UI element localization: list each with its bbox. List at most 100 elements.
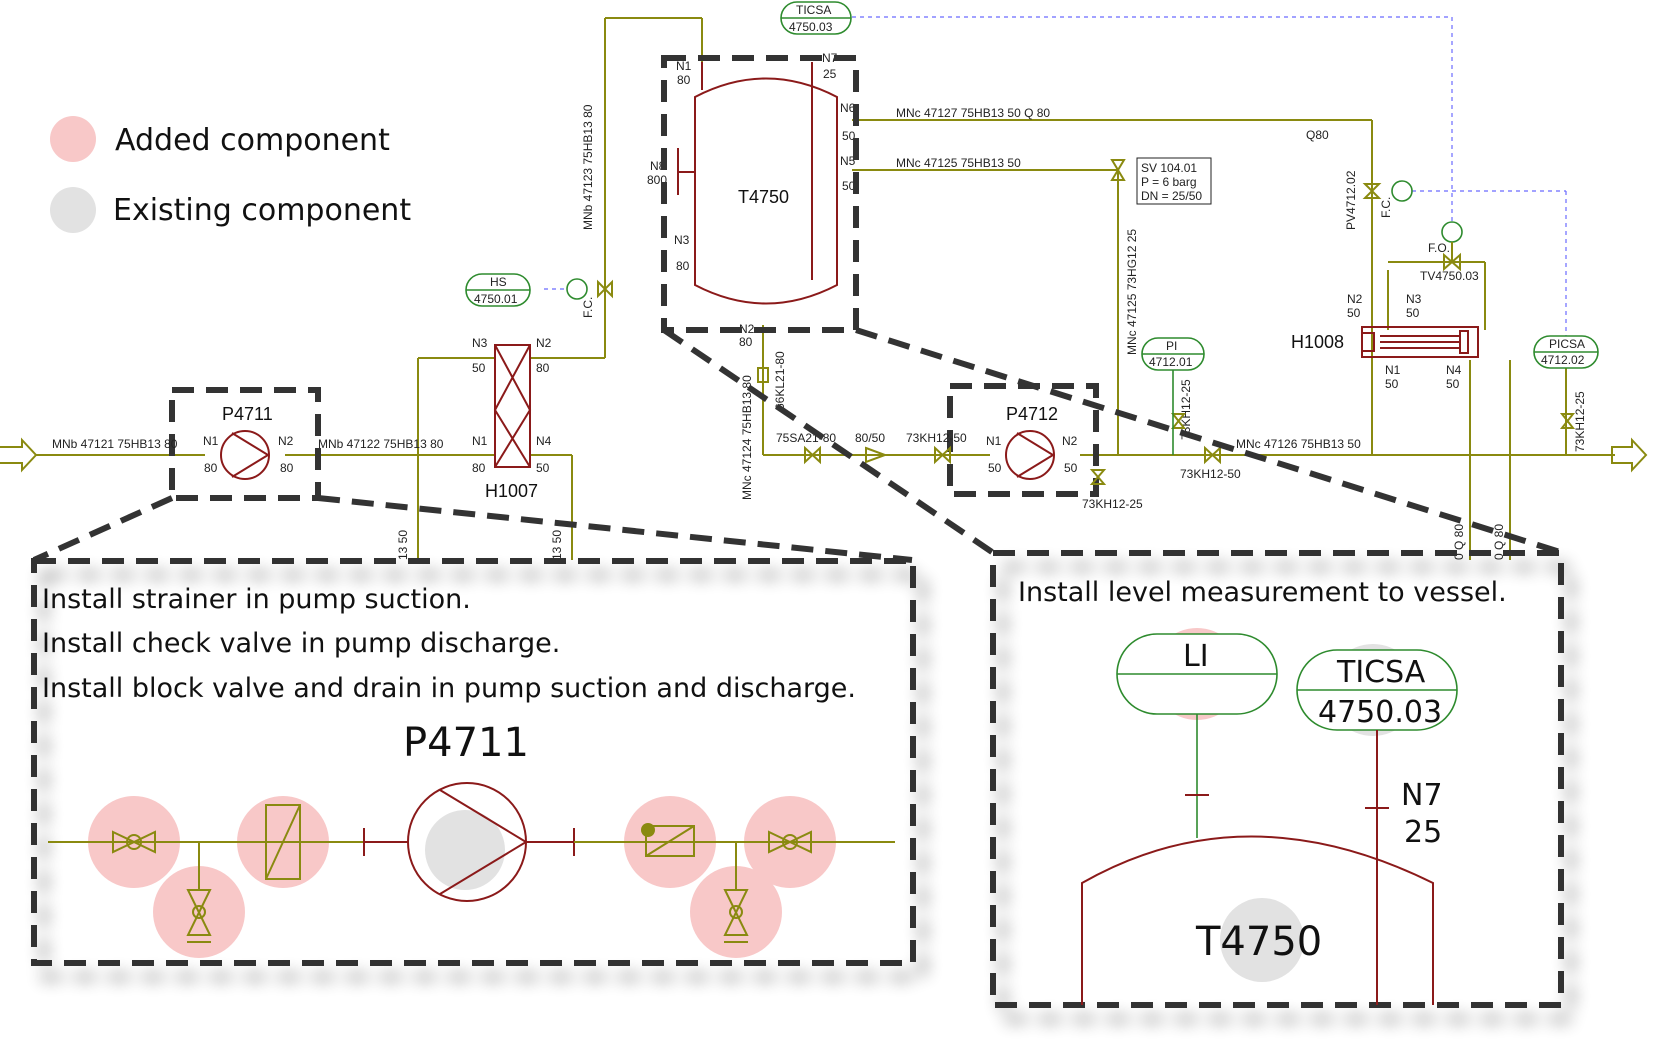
svg-text:4712.01: 4712.01 — [1149, 355, 1193, 369]
svg-text:LI: LI — [1183, 639, 1209, 674]
existing-vessel-mark — [1220, 898, 1304, 982]
svg-text:N1: N1 — [203, 434, 219, 448]
svg-text:MNb 47123 75HB13 80: MNb 47123 75HB13 80 — [581, 104, 595, 230]
vessel-highlight-box — [661, 55, 859, 333]
svg-text:MNc 47127 75HB13 50 Q 80: MNc 47127 75HB13 50 Q 80 — [896, 106, 1050, 120]
svg-text:TICSA: TICSA — [1336, 655, 1426, 690]
strainer-icon — [265, 804, 301, 880]
svg-text:PICSA: PICSA — [1549, 337, 1585, 351]
svg-text:H1008: H1008 — [1291, 332, 1344, 352]
svg-text:50: 50 — [1446, 377, 1460, 391]
svg-text:80: 80 — [739, 335, 753, 349]
svg-text:80: 80 — [536, 361, 550, 375]
svg-text:80: 80 — [204, 461, 218, 475]
svg-text:N3: N3 — [1406, 292, 1422, 306]
legend: Added component Existing component — [50, 116, 411, 233]
svg-text:4750.03: 4750.03 — [1318, 695, 1442, 730]
svg-text:N6: N6 — [840, 101, 856, 115]
svg-text:73KH12-25: 73KH12-25 — [1573, 391, 1587, 452]
control-valves: F.C. F.O. TV4750.03 — [1362, 180, 1479, 283]
signal-lines — [544, 16, 1567, 340]
svg-text:50: 50 — [842, 179, 856, 193]
check-valve-icon — [641, 823, 695, 857]
inlet-arrow — [0, 437, 38, 473]
safety-valve: SV 104.01 P = 6 barg DN = 25/50 — [1110, 157, 1212, 205]
svg-text:N2: N2 — [1062, 434, 1078, 448]
svg-text:25: 25 — [1404, 815, 1442, 850]
svg-text:MNc 47124 75HB13 80: MNc 47124 75HB13 80 — [740, 375, 754, 500]
process-lines — [0, 17, 1648, 560]
note-check-valve: Install check valve in pump discharge. — [42, 628, 560, 659]
block-valve-icon — [112, 830, 156, 854]
svg-text:73KH12-50: 73KH12-50 — [1180, 467, 1241, 481]
svg-text:DN = 25/50: DN = 25/50 — [1141, 189, 1202, 203]
block-valve-2-icon — [768, 830, 812, 854]
svg-text:Q80: Q80 — [1306, 128, 1329, 142]
hx-h1007: H1007 N3 50 N2 80 N1 80 N4 50 — [472, 336, 552, 501]
svg-text:N1: N1 — [986, 434, 1002, 448]
instrument-li: LI — [1116, 633, 1278, 715]
svg-text:66KL21-80: 66KL21-80 — [773, 351, 787, 410]
svg-text:50: 50 — [842, 129, 856, 143]
vessel-tag: T4750 — [738, 187, 789, 207]
instrument-picsa: PICSA 4712.02 — [1533, 335, 1599, 369]
svg-text:N4: N4 — [1446, 363, 1462, 377]
legend-added-swatch — [50, 116, 96, 162]
svg-text:73KH12-50: 73KH12-50 — [906, 431, 967, 445]
svg-text:0 Q 80: 0 Q 80 — [1492, 524, 1506, 560]
svg-text:SV 104.01: SV 104.01 — [1141, 161, 1197, 175]
svg-text:T4750: T4750 — [1195, 919, 1322, 965]
svg-text:N2: N2 — [536, 336, 552, 350]
svg-text:N2: N2 — [739, 322, 755, 336]
instrument-hs: HS 4750.01 F.C. — [465, 273, 613, 318]
callout-vessel-content: Install level measurement to vessel. LI … — [1018, 577, 1507, 1005]
svg-text:PV4712.02: PV4712.02 — [1344, 170, 1358, 230]
svg-text:F.O.: F.O. — [1428, 241, 1450, 255]
svg-text:H1007: H1007 — [485, 481, 538, 501]
svg-text:4712.02: 4712.02 — [1541, 353, 1585, 367]
note-strainer: Install strainer in pump suction. — [42, 584, 471, 615]
drain-valve-icon — [186, 889, 212, 943]
instrument-ticsa-large: TICSA 4750.03 — [1296, 649, 1458, 731]
svg-text:MNb 47122 75HB13 80: MNb 47122 75HB13 80 — [318, 437, 444, 451]
svg-text:N1: N1 — [472, 434, 488, 448]
svg-text:MNc 47125 73HG12 25: MNc 47125 73HG12 25 — [1125, 229, 1139, 355]
svg-text:80: 80 — [676, 259, 690, 273]
svg-text:MNb 47121 75HB13 80: MNb 47121 75HB13 80 — [52, 437, 178, 451]
callout-pump-content: Install strainer in pump suction. Instal… — [42, 584, 895, 958]
svg-text:N5: N5 — [840, 154, 856, 168]
svg-text:TICSA: TICSA — [796, 3, 831, 17]
svg-text:50: 50 — [1347, 306, 1361, 320]
pump-icon — [407, 782, 528, 902]
svg-text:50: 50 — [1385, 377, 1399, 391]
svg-text:F.C.: F.C. — [581, 297, 595, 318]
legend-added-label: Added component — [115, 123, 390, 158]
svg-text:50: 50 — [988, 461, 1002, 475]
svg-text:F.C.: F.C. — [1379, 197, 1393, 218]
svg-text:P4712: P4712 — [1006, 404, 1058, 424]
callout-pump-tag: P4711 — [403, 720, 529, 766]
svg-text:80: 80 — [677, 73, 691, 87]
note-level: Install level measurement to vessel. — [1018, 577, 1507, 608]
svg-text:N4: N4 — [536, 434, 552, 448]
svg-text:N7: N7 — [822, 51, 838, 65]
svg-text:50: 50 — [536, 461, 550, 475]
svg-text:N3: N3 — [674, 233, 690, 247]
svg-text:TV4750.03: TV4750.03 — [1420, 269, 1479, 283]
legend-existing-label: Existing component — [113, 193, 411, 228]
callout-vessel — [990, 550, 1564, 1008]
svg-text:4750.01: 4750.01 — [474, 292, 518, 306]
svg-text:N7: N7 — [1401, 778, 1443, 813]
svg-text:13 50: 13 50 — [550, 530, 564, 560]
pump-p4711: P4711 N1 80 N2 80 — [169, 387, 321, 501]
svg-text:N1: N1 — [676, 59, 692, 73]
outlet-arrow — [1611, 437, 1648, 473]
svg-text:4750.03: 4750.03 — [789, 20, 833, 34]
svg-text:80: 80 — [472, 461, 486, 475]
callout-pump-p4711 — [31, 558, 916, 966]
svg-text:PI: PI — [1166, 339, 1177, 353]
instrument-pi: PI 4712.01 — [1141, 337, 1205, 455]
drain-valve-2-icon — [723, 889, 749, 943]
svg-text:50: 50 — [1064, 461, 1078, 475]
